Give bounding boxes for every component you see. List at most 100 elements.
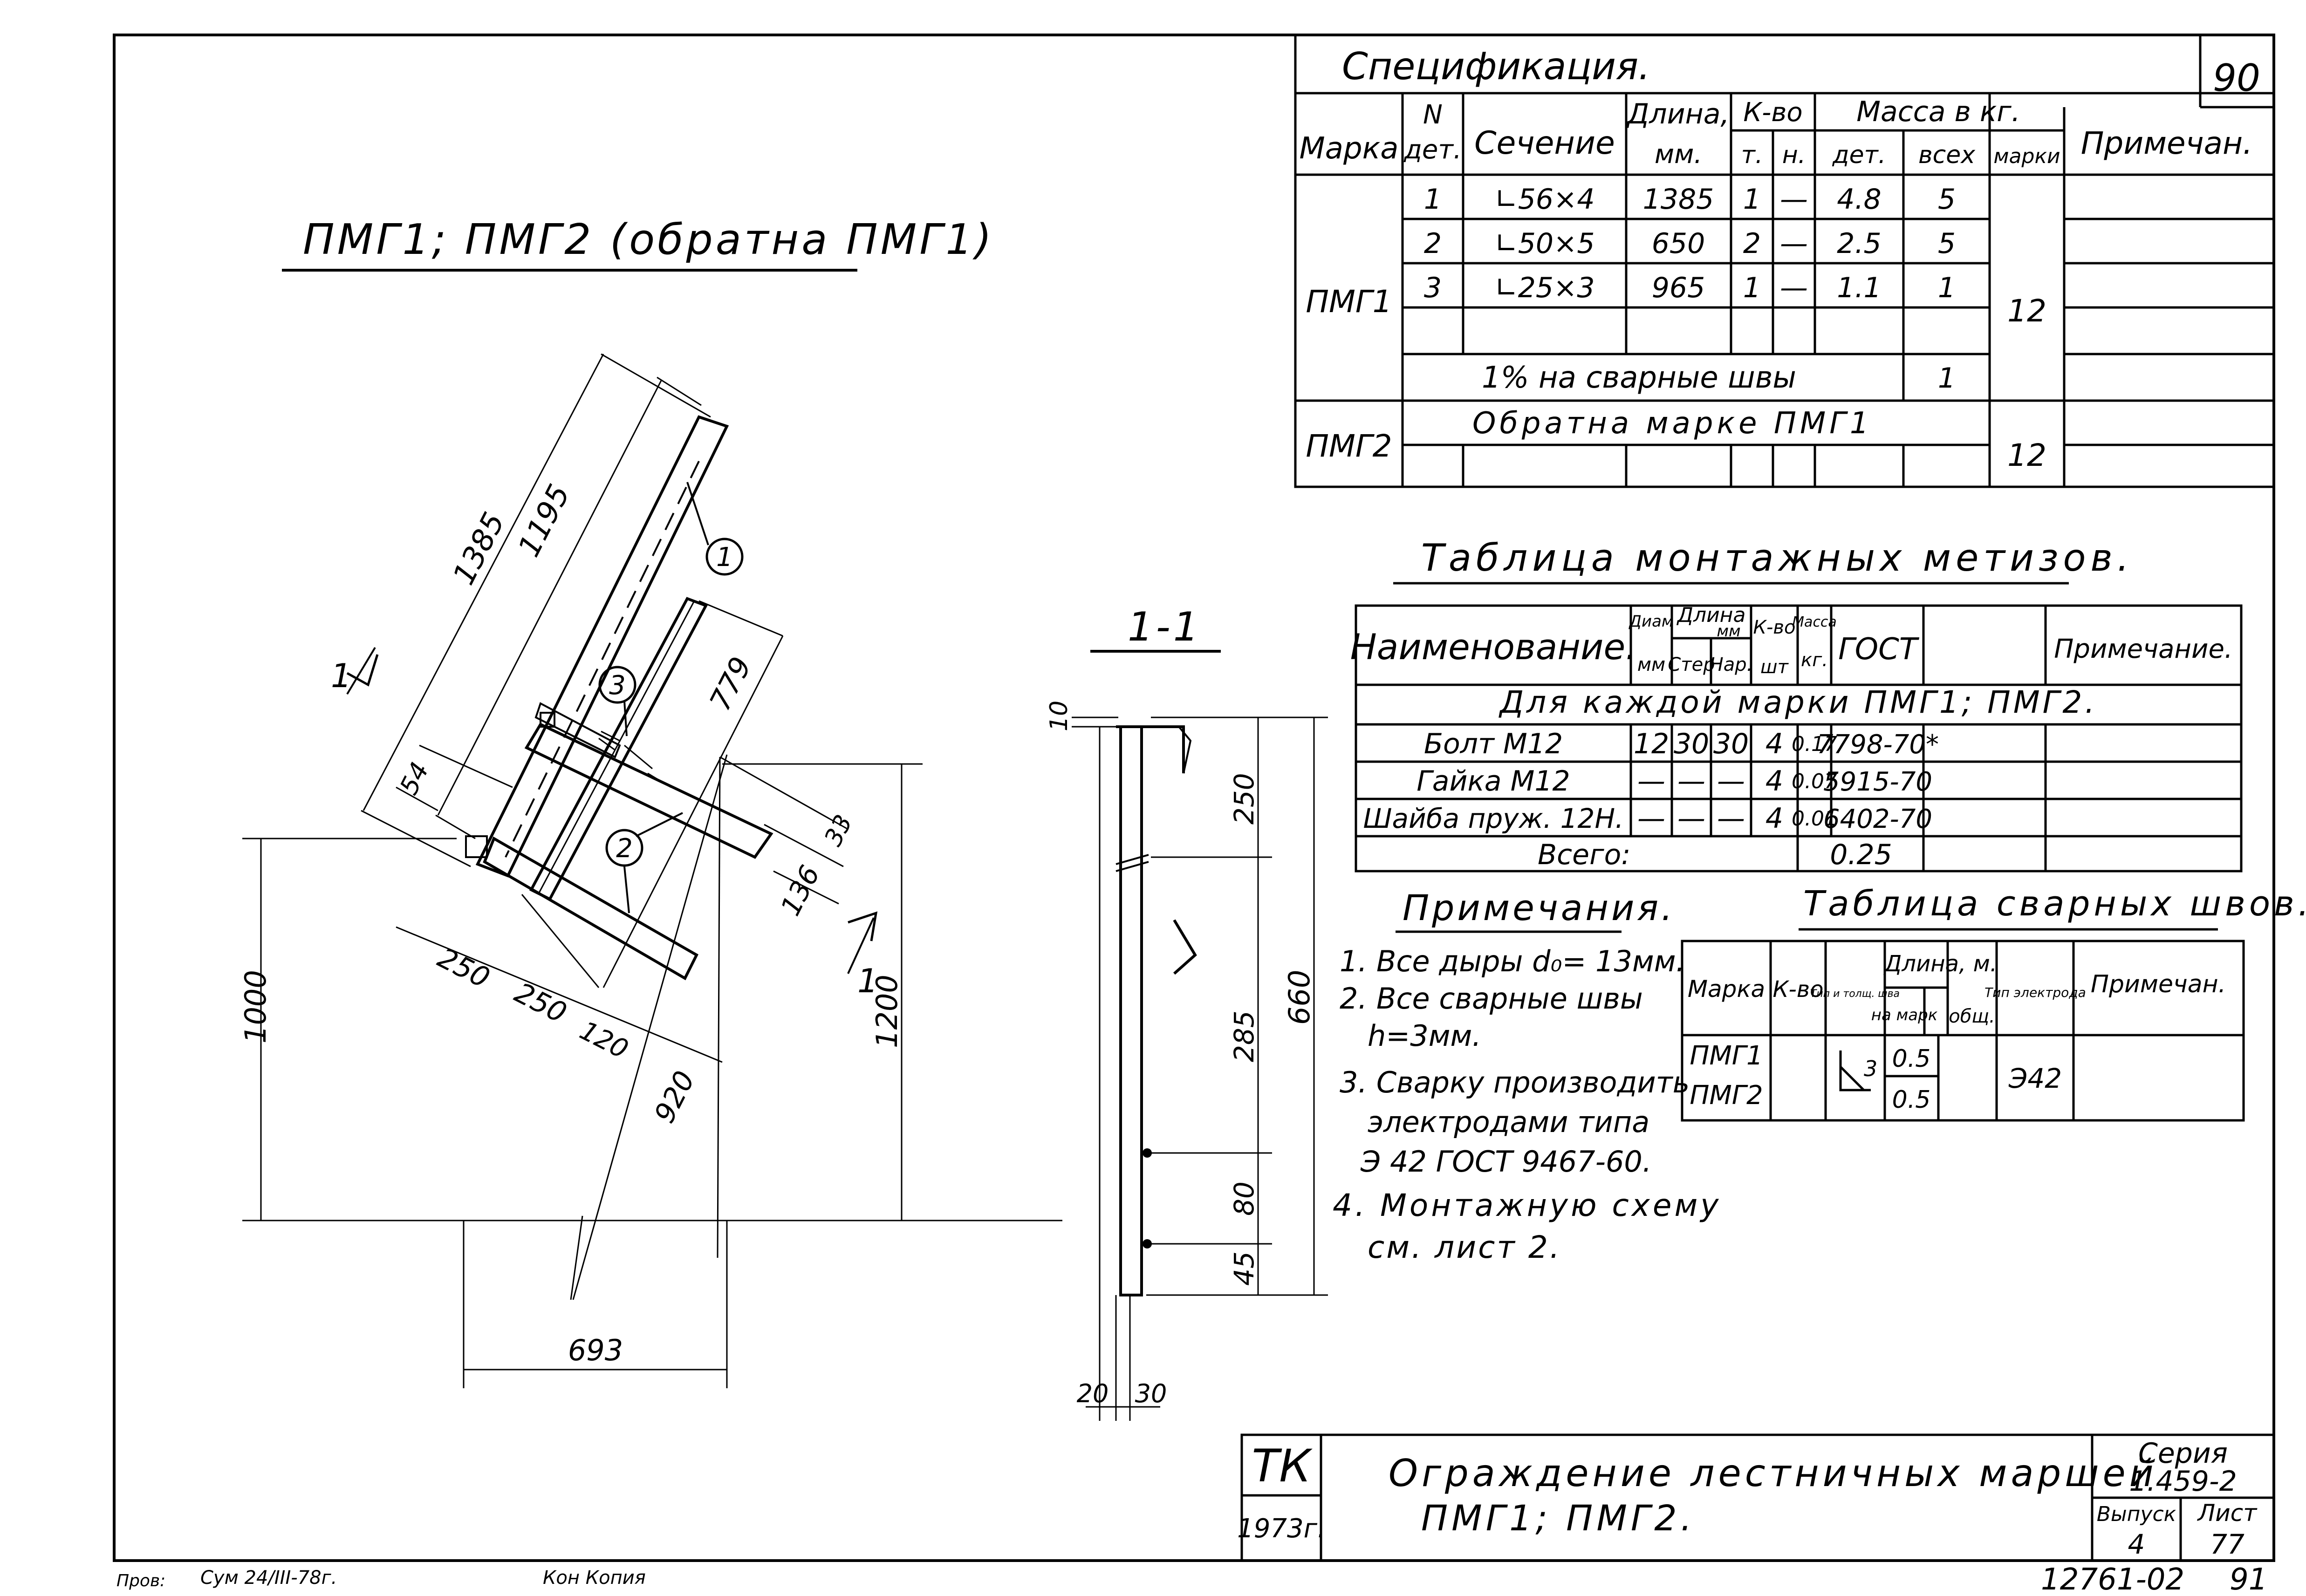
footer-kopiya: Кон Копия (543, 1567, 646, 1589)
note-line-8: см. лист 2. (1368, 1229, 1561, 1265)
main-drawing-title: ПМГ1; ПМГ2 (обратна ПМГ1) (303, 215, 994, 264)
spec-r1-det: 4.8 (1837, 183, 1881, 216)
welds-h-tip: Тип и толщ. шва (1810, 988, 1900, 1000)
metiz-r1-mass: 0.17 (1792, 732, 1837, 756)
spec-r2-n: 2 (1424, 227, 1442, 260)
spec-h-kvo-n: н. (1782, 141, 1806, 169)
metiz-table (1355, 604, 2243, 873)
note-line-5: электродами типа (1368, 1105, 1649, 1139)
section-dim-30: 30 (1135, 1379, 1167, 1408)
dim-920: 920 (648, 1066, 701, 1128)
spec-r1-t: 1 (1743, 183, 1761, 216)
metiz-h-nar: Нар. (1710, 654, 1753, 675)
metiz-row-2: Гайка М12 — — — 4 0.07 5915-70 (1416, 765, 1932, 798)
metiz-r2-diam: — (1637, 765, 1665, 798)
cut-label-bottom: 1 (857, 962, 878, 1000)
welds-h-dlina: Длина, м. (1883, 951, 1997, 977)
spec-r1-all: 5 (1938, 183, 1956, 216)
notes-title: Примечания. (1403, 887, 1675, 928)
notes-list: 1. Все дыры d₀= 13мм. 2. Все сварные швы… (1333, 944, 1721, 1265)
title-seria-value: 1.459-2 (2129, 1465, 2237, 1498)
title-line-1: Ограждение лестничных маршей (1389, 1452, 2157, 1495)
spec-header: Марка N дет. Сечение Длина, мм. К-во т. … (1300, 95, 2253, 170)
spec-h-kvo: К-во (1743, 97, 1802, 128)
metiz-r2-nar: — (1717, 765, 1745, 798)
welds-h-note: Примечан. (2091, 970, 2226, 998)
metiz-total-value: 0.25 (1830, 839, 1892, 871)
spec-r2-t: 2 (1743, 227, 1761, 260)
metiz-r1-diam: 12 (1634, 728, 1669, 760)
metiz-h-diam-unit: мм (1637, 654, 1665, 675)
spec-r1-n2: — (1780, 183, 1808, 216)
spec-r1-n: 1 (1424, 183, 1442, 216)
metiz-h-dlina: Длина (1676, 603, 1746, 627)
metiz-row-3: Шайба пруж. 12Н. — — — 4 0.01 6402-70 (1363, 802, 1932, 835)
title-block (1240, 1433, 2275, 1562)
welds-mark-1: ПМГ1 (1690, 1041, 1763, 1071)
metiz-r3-diam: — (1637, 802, 1665, 835)
spec-h-mm: мм. (1655, 139, 1702, 170)
footer-prov-label: Пров: (116, 1571, 165, 1590)
spec-row-2: 2 ∟50×5 650 2 — 2.5 5 (1424, 227, 1956, 260)
dim-1200-line (722, 763, 923, 1221)
welds-title: Таблица сварных швов. (1803, 884, 2306, 924)
spec-r2-n2: — (1780, 227, 1808, 260)
metiz-r2-gost: 5915-70 (1823, 767, 1932, 797)
welds-header: Марка К-во Тип и толщ. шва Длина, м. на … (1688, 951, 2226, 1027)
spec-row-1: 1 ∟56×4 1385 1 — 4.8 5 (1424, 183, 1956, 216)
cut-label-top: 1 (331, 657, 352, 695)
sheet-frame (113, 34, 2275, 1562)
spec-r2-all: 5 (1938, 227, 1956, 260)
section-dim-660: 660 (1282, 970, 1316, 1025)
metiz-title: Таблица монтажных метизов. (1421, 536, 2134, 580)
metiz-r3-mass: 0.01 (1792, 807, 1837, 831)
metiz-r3-gost: 6402-70 (1823, 804, 1932, 834)
dimension-lines (361, 353, 848, 1300)
metiz-h-massa: Масса (1792, 614, 1837, 630)
callout-2: 2 (605, 812, 683, 914)
metiz-r1-qty: 4 (1765, 728, 1783, 760)
callout-2-label: 2 (616, 833, 633, 864)
title-line-2: ПМГ1; ПМГ2. (1421, 1497, 1696, 1539)
metiz-total-label: Всего: (1538, 839, 1631, 871)
railing-assembly (465, 415, 773, 981)
note-line-7: 4. Монтажную схему (1333, 1187, 1721, 1223)
spec-r2-length: 650 (1652, 227, 1705, 260)
note-line-4: 3. Сварку производить (1340, 1065, 1690, 1099)
spec-h-massa: Масса в кг. (1856, 95, 2020, 128)
spec-r2-section: ∟50×5 (1494, 227, 1594, 260)
dim-1195: 1195 (512, 479, 577, 563)
dim-54: 54 (394, 757, 434, 799)
dim-1385: 1385 (446, 507, 512, 591)
section-dim-lines (1072, 716, 1328, 1296)
welds-mark-2: ПМГ2 (1690, 1080, 1763, 1111)
welds-symbol-size: 3 (1864, 1056, 1877, 1081)
dim-693-line (463, 1221, 728, 1388)
spec-h-det: дет. (1403, 135, 1462, 165)
section-dim-45: 45 (1228, 1251, 1260, 1286)
title-org: ТК (1252, 1440, 1313, 1492)
metiz-h-note: Примечание. (2054, 634, 2232, 664)
note-line-1: 1. Все дыры d₀= 13мм. (1340, 944, 1685, 978)
metiz-r2-ster: — (1677, 765, 1705, 798)
spec-r1-length: 1385 (1643, 183, 1714, 216)
welds-h-na-mark: на марк (1871, 1006, 1938, 1024)
specification-table (1294, 34, 2275, 488)
spec-mark1: ПМГ1 (1306, 284, 1392, 320)
dim-1000-line (242, 838, 1062, 1221)
spec-h-sechenie: Сечение (1474, 125, 1615, 162)
dim-120: 120 (575, 1016, 633, 1065)
title-list-label: Лист (2197, 1500, 2258, 1527)
spec-r3-det: 1.1 (1837, 272, 1881, 304)
spec-h-primechan: Примечан. (2081, 125, 2252, 161)
spec-weld-row-label: 1% на сварные швы (1482, 361, 1796, 395)
spec-r3-all: 1 (1938, 272, 1956, 304)
note-line-6: Э 42 ГОСТ 9467-60. (1360, 1145, 1652, 1179)
spec-r2-det: 2.5 (1837, 227, 1881, 260)
section-profile (1086, 725, 1197, 1421)
section-dim-250: 250 (1228, 773, 1260, 825)
welds-electrode: Э42 (2008, 1063, 2062, 1094)
spec-weld-row-value: 1 (1938, 362, 1956, 395)
spec-h-n: N (1423, 100, 1443, 130)
metiz-h-dlina-unit: мм (1717, 622, 1740, 641)
